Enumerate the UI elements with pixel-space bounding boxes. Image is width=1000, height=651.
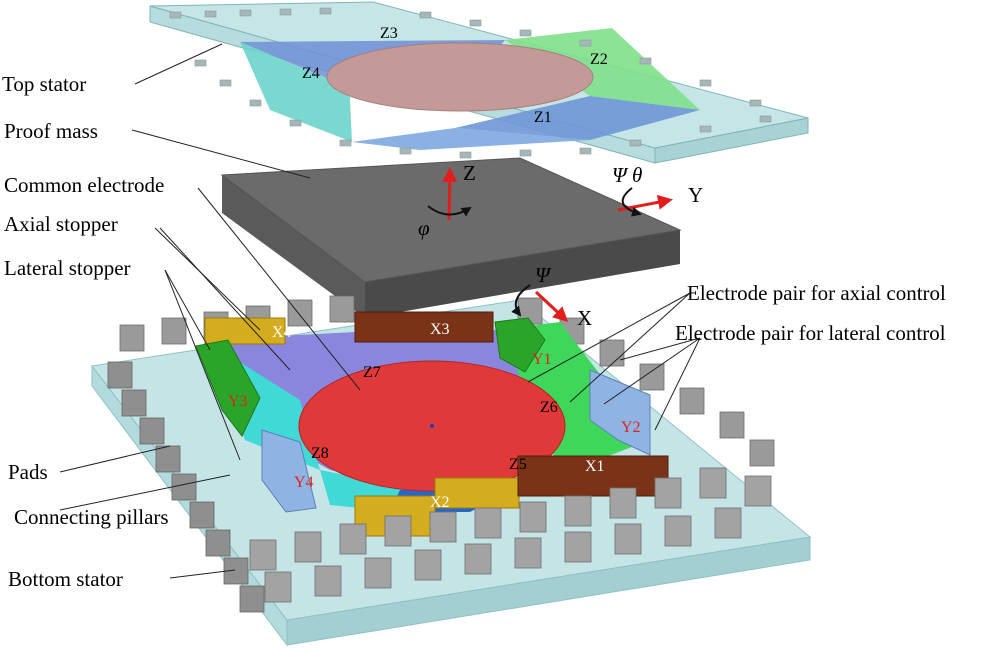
lateral-electrode-y4 [261, 429, 317, 513]
stopper-x1 [517, 455, 669, 497]
electrode-label-x1: X1 [585, 458, 605, 475]
electrode-label-z6: Z6 [540, 399, 558, 416]
label-top-stator: Top stator [2, 72, 86, 96]
electrode-label-z3: Z3 [380, 25, 398, 42]
stoppers [195, 311, 669, 537]
label-common-electrode: Common electrode [4, 173, 164, 197]
electrode-label-y1: Y1 [532, 351, 552, 368]
top-electrode-z1 [455, 96, 700, 140]
y-axis-arrow [617, 194, 673, 212]
electrode-label-z7: Z7 [363, 364, 381, 381]
axis-label-z: Z [463, 161, 476, 185]
stopper-x2-right [434, 477, 520, 509]
electrode-labels: Z1 Z2 Z3 Z4 Z5 Z6 Z7 Z8 X1 X2 X3 X4 Y1 Y… [228, 25, 641, 511]
axis-label-psi-theta: Ψ θ [612, 163, 642, 187]
label-connecting-pillars: Connecting pillars [14, 505, 169, 529]
label-proof-mass: Proof mass [4, 119, 98, 143]
axis-label-y: Y [688, 183, 703, 207]
connecting-pillars-front [249, 467, 772, 603]
electrode-label-x2: X2 [430, 494, 450, 511]
proof-mass [220, 157, 682, 318]
z-axis-arrow [442, 167, 458, 221]
electrode-label-z5: Z5 [509, 456, 527, 473]
component-labels: Top stator Proof mass Common electrode A… [2, 72, 946, 591]
label-lateral-pair: Electrode pair for lateral control [675, 321, 946, 345]
electrode-label-z1: Z1 [534, 109, 552, 126]
electrode-label-y2: Y2 [621, 419, 641, 436]
electrode-label-y4: Y4 [294, 474, 314, 491]
stopper-y3 [195, 339, 261, 437]
electrode-label-z4: Z4 [302, 65, 320, 82]
label-axial-stopper: Axial stopper [4, 212, 118, 236]
leader-lines [59, 43, 701, 579]
axis-labels: Z φ Ψ θ Y Ψ X [418, 161, 703, 330]
label-bottom-stator: Bottom stator [8, 567, 123, 591]
electrode-label-y3: Y3 [228, 393, 248, 410]
axis-label-x: X [577, 306, 592, 330]
stopper-x3 [354, 311, 494, 343]
electrode-label-z2: Z2 [590, 51, 608, 68]
top-stator-pads [169, 7, 772, 159]
axis-arrows [427, 167, 673, 323]
psi-rotation-arrow [511, 284, 531, 317]
stopper-y1 [494, 317, 546, 373]
phi-rotation-arrow [427, 205, 472, 217]
label-pads: Pads [8, 460, 48, 484]
x-axis-arrow [534, 290, 569, 323]
axis-label-phi: φ [418, 216, 430, 240]
top-electrode-z2 [505, 28, 700, 110]
electrode-label-z8: Z8 [311, 445, 329, 462]
electrode-label-x4: X4 [272, 324, 292, 341]
axis-label-psi: Ψ [535, 263, 552, 287]
top-stator [149, 1, 809, 164]
label-lateral-stopper: Lateral stopper [4, 256, 131, 280]
electrode-label-x3: X3 [430, 321, 450, 338]
label-axial-pair: Electrode pair for axial control [687, 281, 946, 305]
theta-rotation-arrow [621, 187, 642, 217]
top-electrode-z4 [240, 42, 352, 142]
stopper-x4 [204, 317, 286, 345]
proof-mass-top [220, 157, 682, 283]
top-center-disk [326, 42, 594, 112]
connecting-pillars-left [107, 361, 265, 613]
lateral-electrode-y2 [589, 369, 651, 456]
